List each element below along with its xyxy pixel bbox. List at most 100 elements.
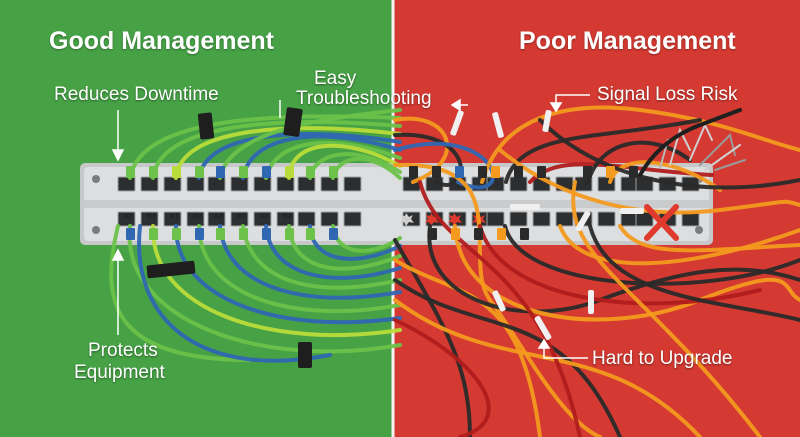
rj45-port (207, 176, 226, 192)
patch-cable (571, 180, 762, 437)
patch-cable (218, 224, 402, 300)
organized-cables (109, 108, 402, 363)
rj45-port (320, 176, 339, 192)
cable-plug (491, 166, 500, 178)
rj45-port (253, 176, 272, 192)
cable-plug (514, 166, 523, 178)
port-label: D2 (260, 213, 269, 220)
velcro-strap-icon (146, 107, 312, 368)
cable-plug (285, 166, 294, 178)
rj45-port (343, 211, 362, 227)
poor-management-title: Poor Management (519, 27, 736, 55)
cable-plug (432, 166, 441, 178)
mount-screw (92, 175, 100, 183)
rj45-port (276, 211, 295, 227)
patch-cable (151, 120, 402, 180)
rj45-port (186, 176, 205, 192)
patch-cable (264, 224, 402, 280)
rj45-port (163, 211, 182, 227)
protects-equipment-label-line2: Equipment (74, 362, 165, 383)
rj45-port (230, 211, 249, 227)
cable-plug (629, 166, 638, 178)
patch-cable (393, 132, 463, 187)
port-label: B2 (283, 213, 292, 220)
cable-plug (428, 228, 437, 240)
rj45-port (597, 211, 616, 227)
cable-plug (239, 166, 248, 178)
cable-plug (172, 228, 181, 240)
rj45-port (486, 211, 505, 227)
patch-cable (558, 224, 800, 266)
reduces-downtime-label: Reduces Downtime (54, 84, 219, 105)
patch-cable (174, 126, 402, 180)
patch-cable (393, 278, 622, 437)
cable-plug (451, 228, 460, 240)
cable-plug (262, 166, 271, 178)
rj45-port (230, 176, 249, 192)
patch-cable (478, 224, 762, 306)
patch-cable (150, 224, 402, 338)
rj45-port (117, 176, 136, 192)
patch-cable (197, 224, 402, 313)
mount-screw (695, 226, 703, 234)
port-warning-icon (400, 213, 414, 226)
good-management-title: Good Management (49, 27, 275, 55)
cable-plug (329, 166, 338, 178)
patch-cable (618, 224, 800, 253)
rj45-port (555, 211, 574, 227)
cable-plug (583, 166, 592, 178)
error-x-icon (644, 204, 679, 241)
port-label: A2 (214, 213, 223, 220)
patch-cable (393, 116, 450, 184)
rj45-port (297, 176, 316, 192)
port-warning-icon (448, 213, 462, 226)
cable-plug (216, 228, 225, 240)
cable-plug (306, 166, 315, 178)
rj45-port (509, 176, 528, 192)
patch-cable (608, 160, 722, 192)
cable-plug (606, 166, 615, 178)
cable-plug (262, 228, 271, 240)
protects-equipment-label-line1: Protects (88, 340, 158, 361)
cable-plug (195, 166, 204, 178)
cable-plug (497, 228, 506, 240)
patch-cable (241, 224, 402, 290)
rj45-port (253, 211, 272, 227)
rj45-port (117, 211, 136, 227)
patch-cable (393, 318, 491, 437)
patch-cable (137, 224, 332, 363)
port-label: A1 (124, 213, 133, 220)
port-label: D1 (193, 213, 202, 220)
patch-cable (127, 224, 402, 354)
cable-plug (409, 166, 418, 178)
patch-cable (418, 180, 582, 437)
cable-plug (195, 228, 204, 240)
patch-cable (588, 224, 800, 322)
cable-plug (126, 166, 135, 178)
patch-cable (453, 224, 800, 322)
patch-cable (586, 140, 692, 184)
cable-plug (478, 166, 487, 178)
rj45-port (276, 176, 295, 192)
cable-plug (520, 228, 529, 240)
rj45-port (620, 211, 639, 227)
tangled-cables (393, 105, 800, 437)
cable-plug (285, 228, 294, 240)
zip-tie-icon (450, 109, 644, 341)
patch-cable (393, 162, 602, 437)
hard-to-upgrade-label: Hard to Upgrade (592, 348, 733, 369)
patch-cable (504, 118, 702, 184)
mount-screw (92, 226, 100, 234)
rj45-port (320, 211, 339, 227)
rj45-port (297, 211, 316, 227)
easy-troubleshooting-label-line2: Troubleshooting (296, 88, 432, 109)
patch-cable (264, 140, 402, 180)
port-label: B7 (237, 213, 246, 220)
rj45-port (140, 211, 159, 227)
port-label: B3 (147, 213, 156, 220)
callout-arrows (111, 94, 590, 359)
rj45-port (509, 211, 528, 227)
rj45-port (186, 211, 205, 227)
